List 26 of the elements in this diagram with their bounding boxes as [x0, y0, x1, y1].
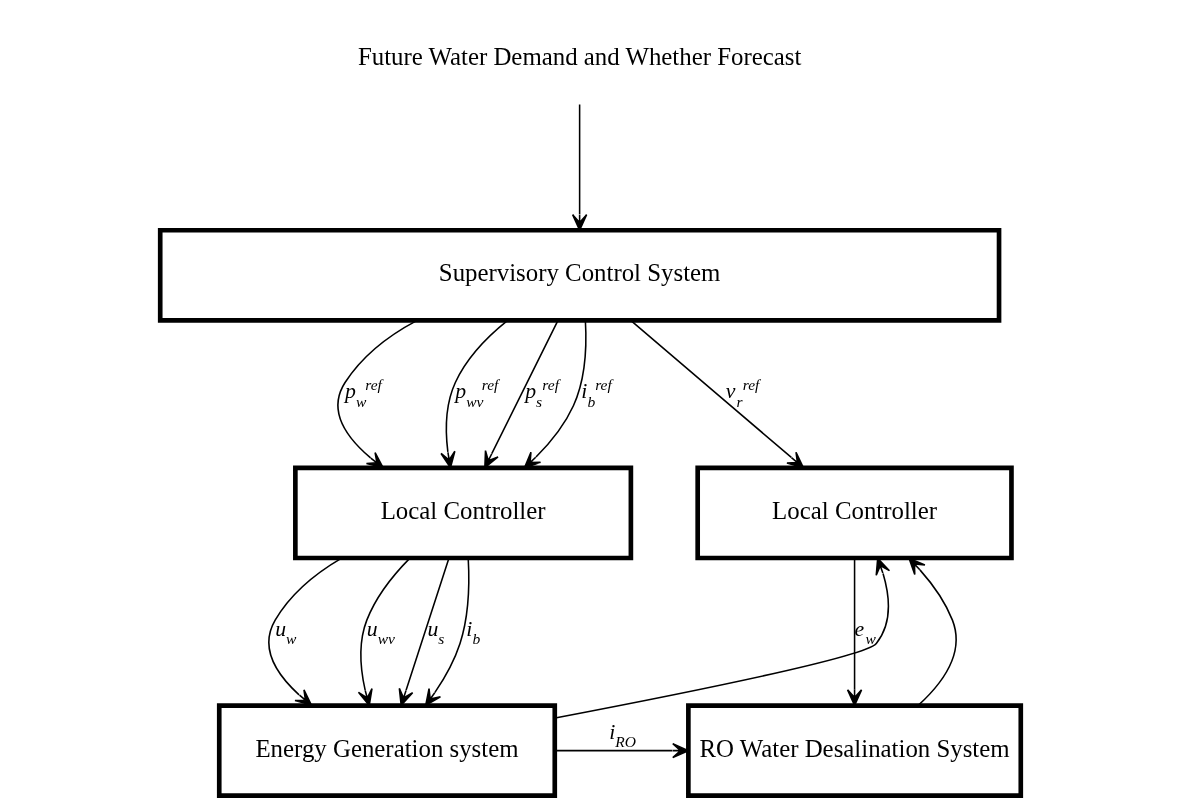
arrow: [268, 557, 343, 706]
arrow: [484, 319, 559, 469]
arrow: [554, 742, 690, 759]
arrow: [523, 319, 587, 469]
arrow: [908, 557, 957, 706]
arrow: [398, 557, 450, 707]
node-box: Local Controller: [695, 465, 1014, 561]
arrow: [357, 557, 411, 707]
arrow: [337, 319, 418, 469]
arrow: [629, 319, 805, 469]
arrow: [846, 557, 863, 707]
node-box: RO Water Desalination System: [686, 703, 1024, 798]
edge-label: e$_{w}$: [854, 616, 876, 648]
arrow: [571, 103, 588, 231]
edge-label: u$_{wv}$: [366, 616, 395, 648]
arrow: [440, 319, 509, 469]
arrow: [554, 557, 891, 719]
edge-label: i$_{RO}$: [609, 719, 637, 751]
edge-label: i$_{b}$: [466, 616, 481, 648]
node-box: Supervisory Control System: [157, 227, 1002, 323]
node-box: Energy Generation system: [216, 703, 558, 798]
node-text: Future Water Demand and Whether Forecast: [357, 43, 802, 71]
arrow: [424, 557, 470, 707]
edge-label: u$_{s}$: [427, 616, 445, 648]
node-box: Local Controller: [293, 465, 634, 561]
edge-label: u$_{w}$: [275, 616, 297, 648]
